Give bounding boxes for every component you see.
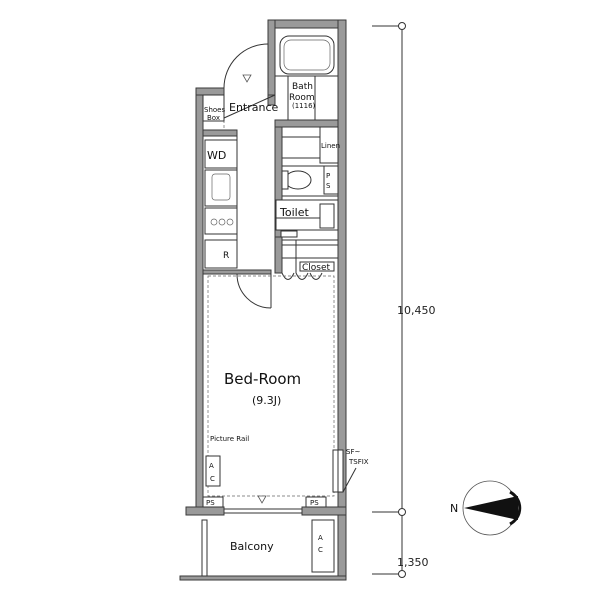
bedroom-size-label: (9.3J)	[252, 394, 281, 407]
toilet-label: Toilet	[279, 206, 309, 219]
ac-a: A	[209, 462, 214, 470]
bath-room-label-3: (1116)	[292, 102, 316, 110]
balcony-ac-a: A	[318, 534, 323, 542]
toilet: Toilet	[275, 165, 339, 241]
window-area: PS PS	[202, 495, 327, 514]
picture-rail-label: Picture Rail	[210, 435, 249, 443]
entrance-label: Entrance	[229, 101, 279, 114]
ac-c: C	[210, 475, 215, 483]
entrance: Entrance Shoes Box	[202, 43, 279, 130]
ps-s: S	[326, 182, 331, 190]
ps-p: P	[326, 172, 330, 180]
refrigerator-label: R	[223, 251, 229, 261]
bedroom: Bed-Room (9.3J) Picture Rail A C SF~ TSF…	[205, 273, 369, 497]
compass-north-label: N	[450, 502, 458, 515]
shoes-box-label-2: Box	[207, 114, 220, 122]
balcony-label: Balcony	[230, 540, 274, 553]
shoes-box-label-1: Shoes	[204, 106, 225, 114]
bath-room: Bath Room (1116)	[275, 35, 338, 120]
closet: Closet	[281, 240, 338, 280]
dimension-lines: 10,450 1,350	[372, 22, 436, 578]
bedroom-label: Bed-Room	[224, 370, 301, 388]
bath-room-label-1: Bath	[292, 82, 313, 92]
balcony: A C Balcony	[201, 519, 335, 577]
compass-icon: N	[450, 480, 522, 536]
dimension-main: 10,450	[397, 304, 436, 317]
kitchen: WD R	[204, 136, 238, 269]
ps-right-label: PS	[310, 499, 319, 507]
closet-label: Closet	[302, 263, 331, 273]
bath-room-label-2: Room	[289, 93, 315, 103]
dimension-balcony: 1,350	[397, 556, 429, 569]
linen-area: Linen P S	[282, 126, 340, 195]
fix-label-2: TSFIX	[348, 458, 369, 466]
wd-label: WD	[207, 149, 226, 162]
fix-label-1: SF~	[346, 448, 360, 456]
ps-left-label: PS	[206, 499, 215, 507]
linen-label: Linen	[321, 142, 340, 150]
balcony-ac-c: C	[318, 546, 323, 554]
